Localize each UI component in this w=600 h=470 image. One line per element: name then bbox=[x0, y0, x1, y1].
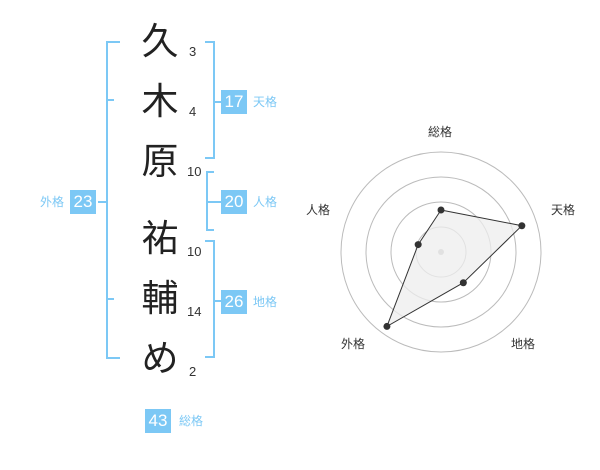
jinkaku-value-badge: 20 bbox=[221, 190, 247, 214]
bracket-line bbox=[205, 240, 215, 242]
bracket-line bbox=[106, 41, 108, 359]
radar-point-3 bbox=[383, 322, 391, 330]
bracket-line bbox=[213, 41, 215, 159]
radar-point-2 bbox=[459, 279, 467, 287]
bracket-line bbox=[206, 171, 214, 173]
name-char: 祐 bbox=[141, 217, 179, 260]
bracket-line bbox=[205, 41, 215, 43]
radar-point-4 bbox=[414, 241, 422, 249]
bracket-line bbox=[106, 357, 120, 359]
radar-polygon bbox=[385, 209, 523, 328]
chikaku-value-badge: 26 bbox=[221, 290, 247, 314]
soukaku-value-badge: 43 bbox=[145, 409, 171, 433]
bracket-line bbox=[213, 240, 215, 358]
radar-label-gaikaku: 外格 bbox=[341, 337, 366, 351]
gaikaku-label: 外格 bbox=[40, 195, 65, 209]
radar-label-tenkaku: 天格 bbox=[551, 203, 576, 217]
chikaku-label: 地格 bbox=[253, 295, 278, 309]
soukaku-label: 総格 bbox=[179, 414, 204, 428]
name-char: 原 bbox=[141, 140, 179, 183]
name-char: め bbox=[141, 337, 179, 380]
stroke-count: 2 bbox=[189, 364, 197, 379]
name-char: 久 bbox=[141, 20, 179, 63]
radar-label-soukaku: 総格 bbox=[428, 125, 453, 139]
bracket-line bbox=[106, 41, 120, 43]
stroke-count: 3 bbox=[189, 44, 197, 59]
bracket-line bbox=[98, 201, 106, 203]
stroke-count: 10 bbox=[187, 244, 202, 259]
stroke-count: 10 bbox=[187, 164, 202, 179]
radar-point-0 bbox=[437, 206, 445, 214]
radar-ring bbox=[340, 151, 542, 353]
gaikaku-value-badge: 23 bbox=[70, 190, 96, 214]
jinkaku-label: 人格 bbox=[253, 195, 278, 209]
tenkaku-label: 天格 bbox=[253, 95, 278, 109]
radar-label-chikaku: 地格 bbox=[511, 337, 536, 351]
bracket-line bbox=[213, 300, 221, 302]
bracket-line bbox=[106, 99, 114, 101]
name-char: 木 bbox=[141, 80, 179, 123]
radar-point-1 bbox=[518, 222, 526, 230]
radar-label-jinkaku: 人格 bbox=[306, 203, 331, 217]
bracket-line bbox=[106, 298, 114, 300]
stroke-count: 4 bbox=[189, 104, 197, 119]
stroke-count: 14 bbox=[187, 304, 202, 319]
bracket-line bbox=[206, 201, 221, 203]
bracket-line bbox=[213, 101, 221, 103]
tenkaku-value-badge: 17 bbox=[221, 90, 247, 114]
radar-ring bbox=[365, 176, 517, 328]
name-char: 輔 bbox=[141, 277, 179, 320]
bracket-line bbox=[205, 356, 215, 358]
bracket-line bbox=[205, 157, 215, 159]
bracket-line bbox=[206, 229, 214, 231]
